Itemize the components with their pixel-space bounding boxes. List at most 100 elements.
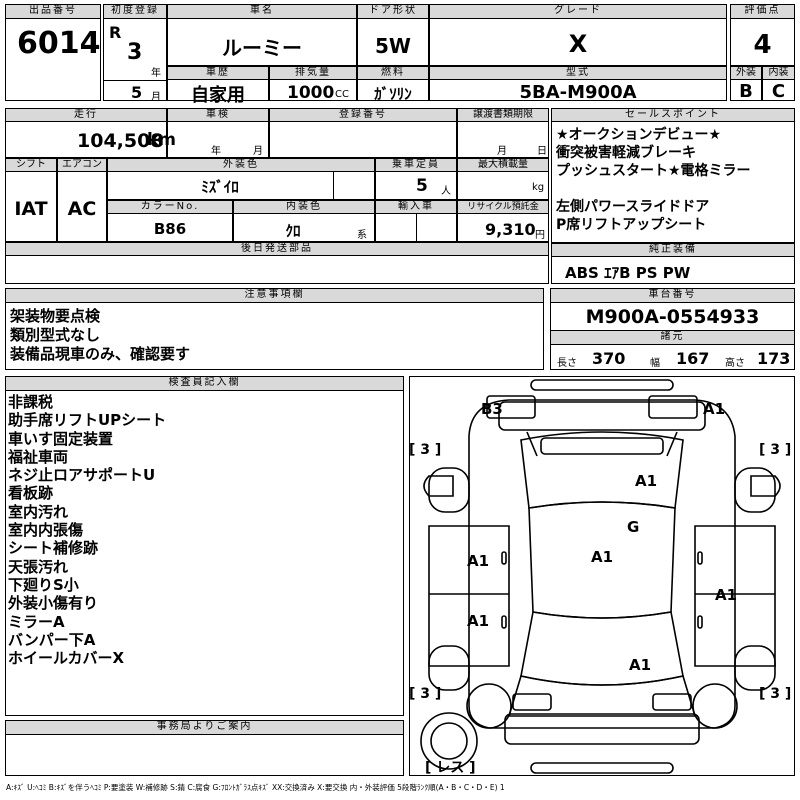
rear-wheel-arc-right <box>692 683 738 729</box>
sales-line: プッシュスタート★電格ミラー <box>556 163 751 179</box>
tail-lamp-right <box>652 693 692 711</box>
mark-left-front-door: A1 <box>467 552 489 570</box>
inspector-line: 室内汚れ <box>8 502 69 521</box>
right-mirror <box>750 475 781 497</box>
mileage-label: 走行 <box>5 108 167 122</box>
exterior-label: 外装 <box>730 66 762 80</box>
first-reg-label: 初度登録 <box>103 4 167 19</box>
chassis-number: M900A-0554933 <box>585 306 760 328</box>
wheel-rear-right <box>734 645 776 691</box>
transfer-label: 譲渡書類期限 <box>457 108 549 122</box>
lot-label: 出品番号 <box>5 4 101 19</box>
load-unit: kg <box>532 182 545 193</box>
history-label: 車歴 <box>167 66 269 80</box>
rear-panel <box>504 713 700 745</box>
inspector-label: 検査員記入欄 <box>5 376 404 391</box>
inspector-line: 非課税 <box>8 393 54 411</box>
rear-wheel-arc-left <box>466 683 512 729</box>
mark-front-left: B3 <box>481 400 503 418</box>
inspector-line: 外装小傷有り <box>8 594 99 613</box>
length-label: 長さ <box>557 358 577 369</box>
right-rear-handle <box>697 615 703 629</box>
door-label: ドア形状 <box>357 4 429 19</box>
sales-line: P席リフトアップシート <box>556 217 707 233</box>
car-name-label: 車名 <box>167 4 357 19</box>
mark-left-rear-door: A1 <box>467 612 489 630</box>
tire-rear-left: [ 3 ] <box>409 686 441 702</box>
height: 173 <box>757 349 791 368</box>
diagram-cell <box>409 376 795 776</box>
ac: AC <box>67 198 97 220</box>
mark-front-right: A1 <box>703 400 725 418</box>
hood-outline <box>468 399 736 437</box>
body-outline <box>468 436 736 729</box>
rear-bumper <box>530 762 674 774</box>
front-glass-line <box>526 431 678 457</box>
int-color: ｸﾛ <box>285 222 301 240</box>
int-color-unit: 系 <box>357 230 367 241</box>
recycle: 9,310 <box>485 220 536 239</box>
seats-label: 乗車定員 <box>375 158 457 172</box>
ext-color-label: 外装色 <box>107 158 375 172</box>
right-front-handle <box>697 551 703 565</box>
notes-lines: 架装物要点検 類別型式なし 装備品現車のみ、確認要す <box>10 307 190 364</box>
inspection-year-unit: 年 <box>211 146 221 157</box>
sales-line: ★オークションデビュー★ <box>556 127 722 143</box>
sales-points: ★オークションデビュー★ 衝突被害軽減ブレーキ プッシュスタート★電格ミラー 左… <box>556 126 751 234</box>
height-label: 高さ <box>725 358 745 369</box>
width: 167 <box>676 349 710 368</box>
km-unit: km <box>147 130 177 150</box>
inspection-label: 車検 <box>167 108 269 122</box>
mark-roof: A1 <box>591 548 613 566</box>
inspector-lines: 非課税 助手席リフトUPシート 車いす固定装置 福祉車両 ネジ止ロアサポートU … <box>8 393 166 667</box>
details-block: 走行 104,508 km 車検 年 月 登録番号 譲渡書類期限 月 日 セール… <box>5 108 795 284</box>
sales-line <box>556 180 751 198</box>
width-label: 幅 <box>650 358 660 369</box>
car-diagram: B3 A1 A1 G A1 A1 A1 A1 A1 [ 3 ] [ 3 ] [ … <box>409 379 791 776</box>
windshield <box>520 431 684 509</box>
left-rear-handle <box>501 615 507 629</box>
left-mirror <box>423 475 454 497</box>
tail-lamp-left <box>512 693 552 711</box>
import-divider <box>416 214 417 242</box>
tire-rear-right: [ 3 ] <box>759 686 791 702</box>
mark-tailgate: A1 <box>629 656 651 674</box>
sales-line: 左側パワースライドドア <box>556 199 710 215</box>
inspection-month-unit: 月 <box>253 146 263 157</box>
length: 370 <box>592 349 626 368</box>
import-label: 輸入車 <box>375 200 457 214</box>
color-no-label: カラーNo. <box>107 200 233 214</box>
office-label: 事務局よりご案内 <box>5 720 404 735</box>
spare-label: [ レス ] <box>425 760 476 776</box>
inspector-line: 下廻りS小 <box>8 575 79 594</box>
left-side-panel <box>428 525 510 667</box>
seats: 5 <box>416 176 428 196</box>
load-label: 最大積載量 <box>457 158 549 172</box>
inspector-line: ホイールカバーX <box>8 649 125 668</box>
front-bumper <box>530 379 674 391</box>
transfer-day-unit: 日 <box>537 146 547 157</box>
notes-label: 注意事項欄 <box>5 288 544 303</box>
month-value: 5 <box>131 83 143 102</box>
later-label: 後日発送部品 <box>5 242 549 256</box>
grade: X <box>568 30 588 58</box>
model-label: 型式 <box>429 66 727 80</box>
ext-color: ﾐｽﾞｲﾛ <box>201 178 239 196</box>
equip-label: 純正装備 <box>551 243 795 257</box>
fuel: ｶﾞｿﾘﾝ <box>374 85 412 103</box>
mark-right-rear-door: A1 <box>715 586 737 604</box>
int-color-label: 内装色 <box>233 200 375 214</box>
notes-line: 架装物要点検 <box>10 307 101 325</box>
headlight-left <box>486 395 536 419</box>
transfer-month-unit: 月 <box>497 146 507 157</box>
ac-label: エアコン <box>57 158 107 172</box>
era: R <box>109 23 122 42</box>
wheel-front-right <box>734 467 776 513</box>
header-block: 出品番号 6014 初度登録 R 3 年 5 月 車名 ルーミー ドア形状 5W… <box>5 4 795 106</box>
tire-front-right: [ 3 ] <box>759 442 791 458</box>
lot-number: 6014 <box>17 26 101 61</box>
rear-glass <box>520 611 684 686</box>
notes-line: 装備品現車のみ、確認要す <box>10 345 191 363</box>
shift: IAT <box>14 198 48 220</box>
spare-tire <box>420 712 478 770</box>
